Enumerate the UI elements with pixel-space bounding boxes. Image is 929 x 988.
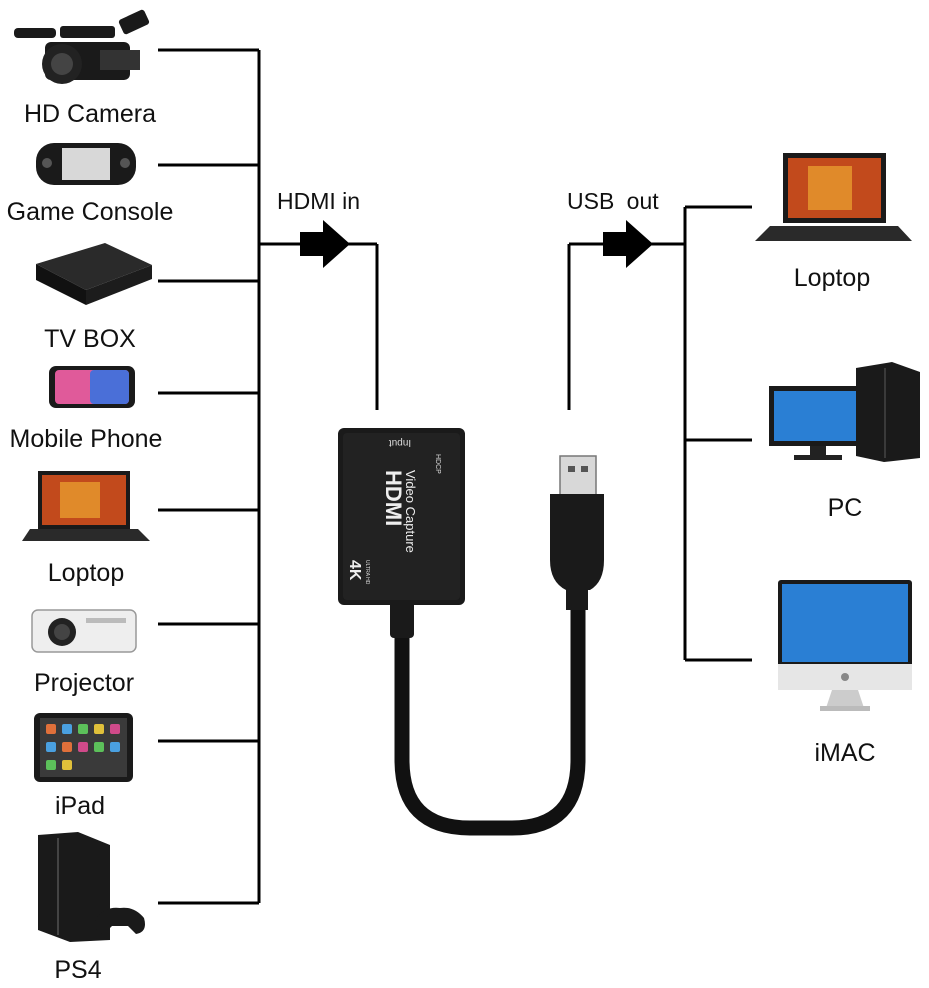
imac-icon [778,580,912,711]
hdmi-in-arrow [300,220,350,268]
usb-cable-icon [550,455,604,610]
desktop-pc-icon [769,362,920,462]
tv-box-icon [36,243,152,305]
input-label-projector: Projector [33,669,135,697]
mobile-phone-icon [49,366,135,408]
input-label-laptop: Loptop [47,559,125,587]
projector-icon [31,609,137,653]
output-label-imac: iMAC [814,739,876,767]
usb-out-arrow [603,220,653,268]
ps4-console-icon [38,832,145,942]
capture-device: Input HDCP HDMI Video Capture 4K ULTRA H… [338,428,586,836]
capture-resolution-sub: ULTRA HD [364,560,370,585]
input-label-tv-box: TV BOX [44,325,136,353]
output-label-pc: PC [827,494,863,522]
hdmi-in-label: HDMI in [277,188,361,214]
handheld-console-icon [36,143,136,185]
tablet-icon [34,713,133,782]
input-label-game-console: Game Console [6,198,174,226]
capture-product-label: Video Capture [403,470,418,553]
input-label-ipad: iPad [54,792,106,820]
input-label-hd-camera: HD Camera [24,100,156,128]
usb-out-label: USB out [567,188,659,214]
input-label-mobile-phone: Mobile Phone [9,425,163,453]
capture-port-label: Input [389,437,411,448]
video-camera-icon [14,9,150,84]
input-label-ps4: PS4 [54,956,102,984]
laptop-icon [22,471,150,541]
output-bus [567,205,752,662]
capture-brand-label: HDMI [381,470,406,526]
output-label-laptop: Loptop [793,264,871,292]
laptop-icon [755,153,912,241]
capture-hdcp-label: HDCP [434,454,441,474]
capture-resolution-badge: 4K [346,560,363,581]
input-bus [158,48,379,905]
